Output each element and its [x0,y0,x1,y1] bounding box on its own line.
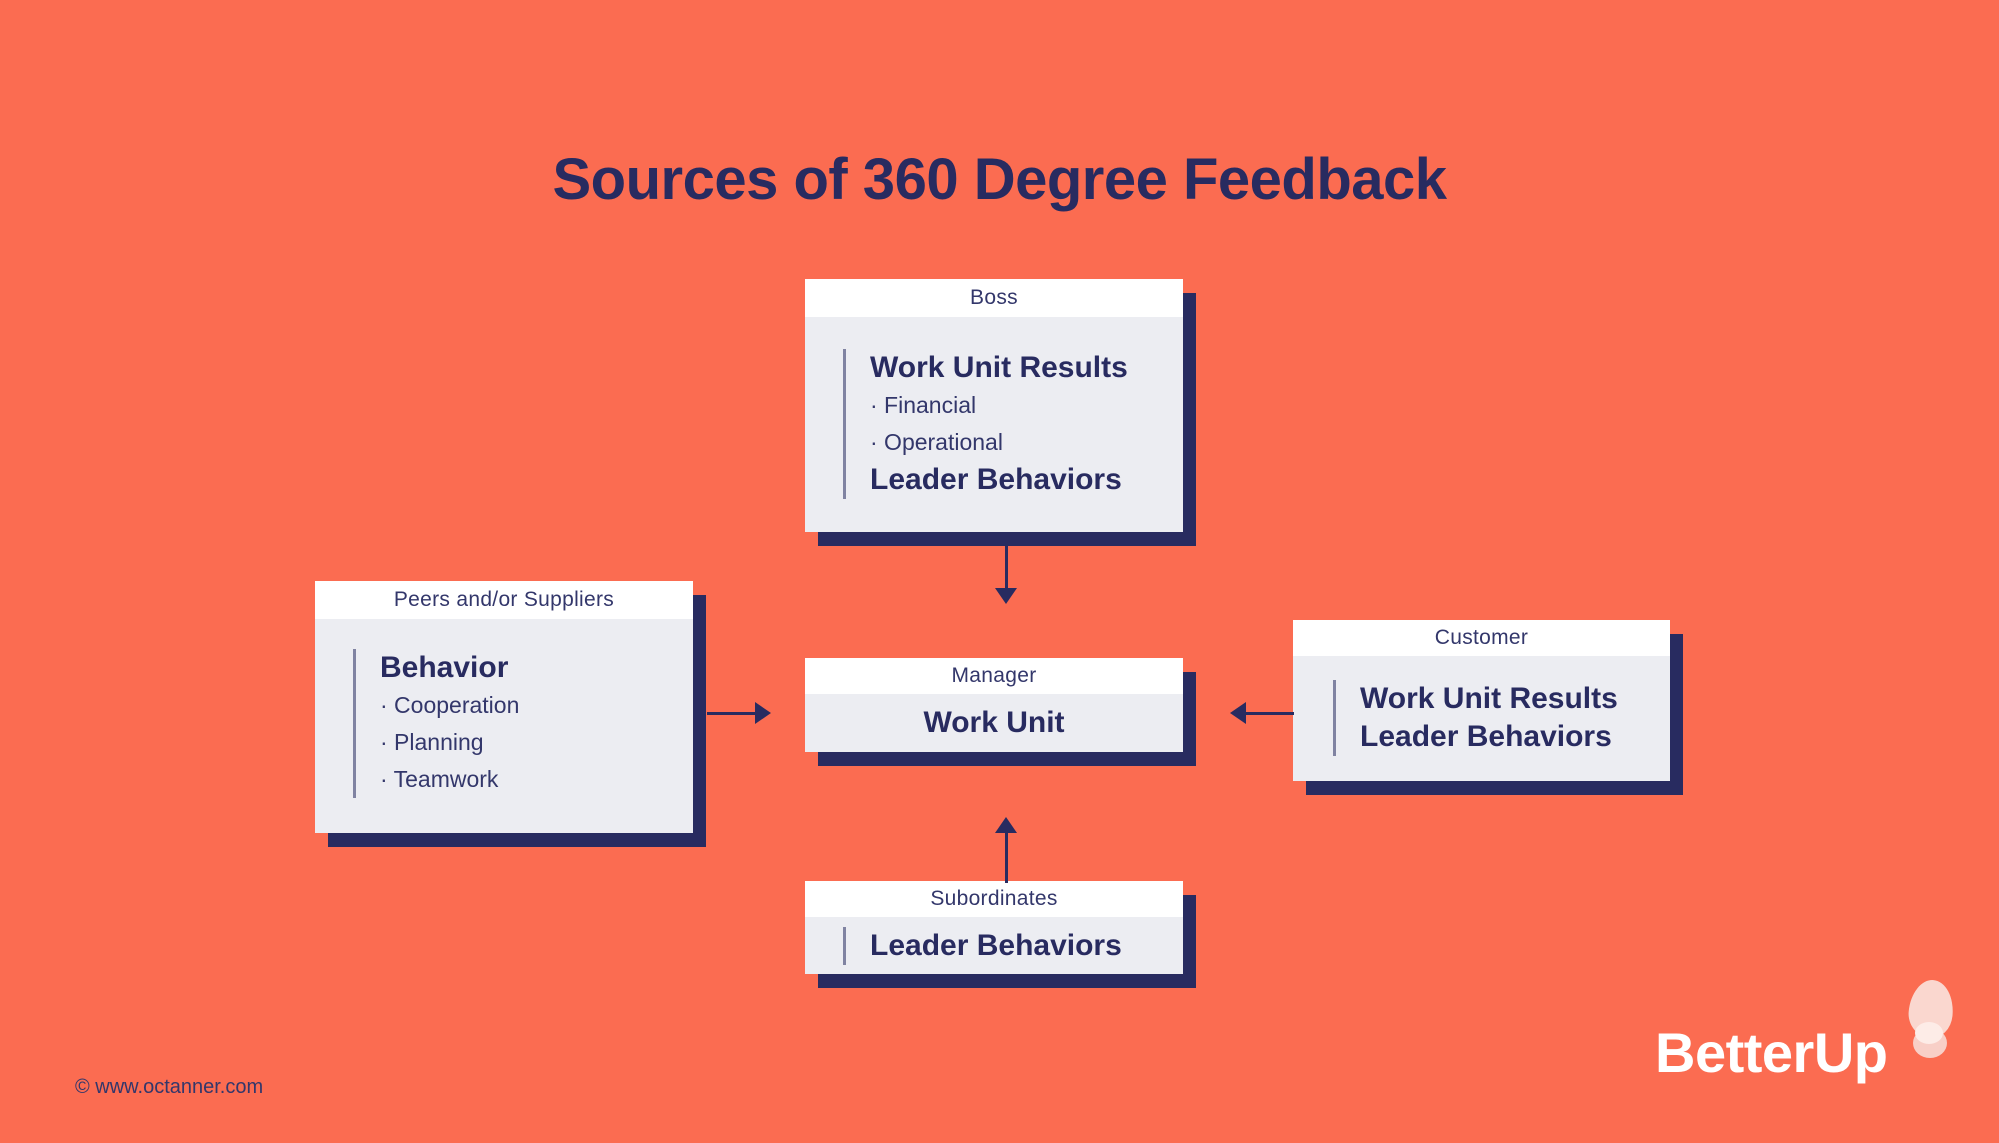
boss-bullet-operational: · Operational [870,429,1003,455]
box-subordinates: Subordinates Leader Behaviors [805,881,1183,974]
arrow-head-left-icon [1230,702,1246,724]
box-customer: Customer Work Unit Results Leader Behavi… [1293,620,1670,781]
arrow-shaft [1005,546,1008,590]
peers-bullet-planning: · Planning [380,729,484,755]
arrow-head-down-icon [995,588,1017,604]
box-boss-body: Work Unit Results · Financial · Operatio… [805,317,1183,499]
arrow-shaft [1005,833,1008,883]
peers-bullet-teamwork: · Teamwork [380,766,499,792]
box-manager-body: Work Unit [805,694,1183,752]
boss-work-unit-results-label: Work Unit Results [870,351,1128,384]
customer-leader-behaviors-label: Leader Behaviors [1360,720,1612,753]
box-subordinates-content: Leader Behaviors [843,926,1122,965]
copyright-text: © www.octanner.com [75,1076,264,1098]
boss-bullet-financial: · Financial [870,392,977,418]
box-manager-header: Manager [805,658,1183,694]
page-title: Sources of 360 Degree Feedback [552,147,1447,212]
arrow-shaft [1244,712,1294,715]
box-manager: Manager Work Unit [805,658,1183,752]
box-peers-body: Behavior · Cooperation · Planning · Team… [315,619,693,798]
customer-work-unit-results-label: Work Unit Results [1360,682,1618,715]
footprint-icon [1906,978,1958,1062]
box-customer-header: Customer [1293,620,1670,656]
box-subordinates-header: Subordinates [805,881,1183,917]
arrow-head-right-icon [755,702,771,724]
box-boss-content: Work Unit Results · Financial · Operatio… [843,349,1167,499]
peers-behavior-label: Behavior [380,651,509,684]
arrow-head-up-icon [995,817,1017,833]
box-boss: Boss Work Unit Results · Financial · Ope… [805,279,1183,532]
boss-leader-behaviors-label: Leader Behaviors [870,463,1122,496]
footprint-highlight [1915,1022,1943,1044]
subordinates-leader-behaviors-label: Leader Behaviors [870,928,1122,962]
arrow-shaft [707,712,757,715]
box-peers-header: Peers and/or Suppliers [315,581,693,619]
box-customer-content: Work Unit Results Leader Behaviors [1333,680,1656,756]
box-peers-content: Behavior · Cooperation · Planning · Team… [353,649,677,798]
box-boss-header: Boss [805,279,1183,317]
manager-work-unit-label: Work Unit [923,706,1065,739]
box-subordinates-body: Leader Behaviors [805,917,1183,974]
betterup-logo: BetterUp [1655,978,1960,1100]
box-customer-body: Work Unit Results Leader Behaviors [1293,656,1670,756]
betterup-logo-text: BetterUp [1655,1021,1888,1084]
peers-bullet-cooperation: · Cooperation [380,692,520,718]
box-peers-suppliers: Peers and/or Suppliers Behavior · Cooper… [315,581,693,833]
